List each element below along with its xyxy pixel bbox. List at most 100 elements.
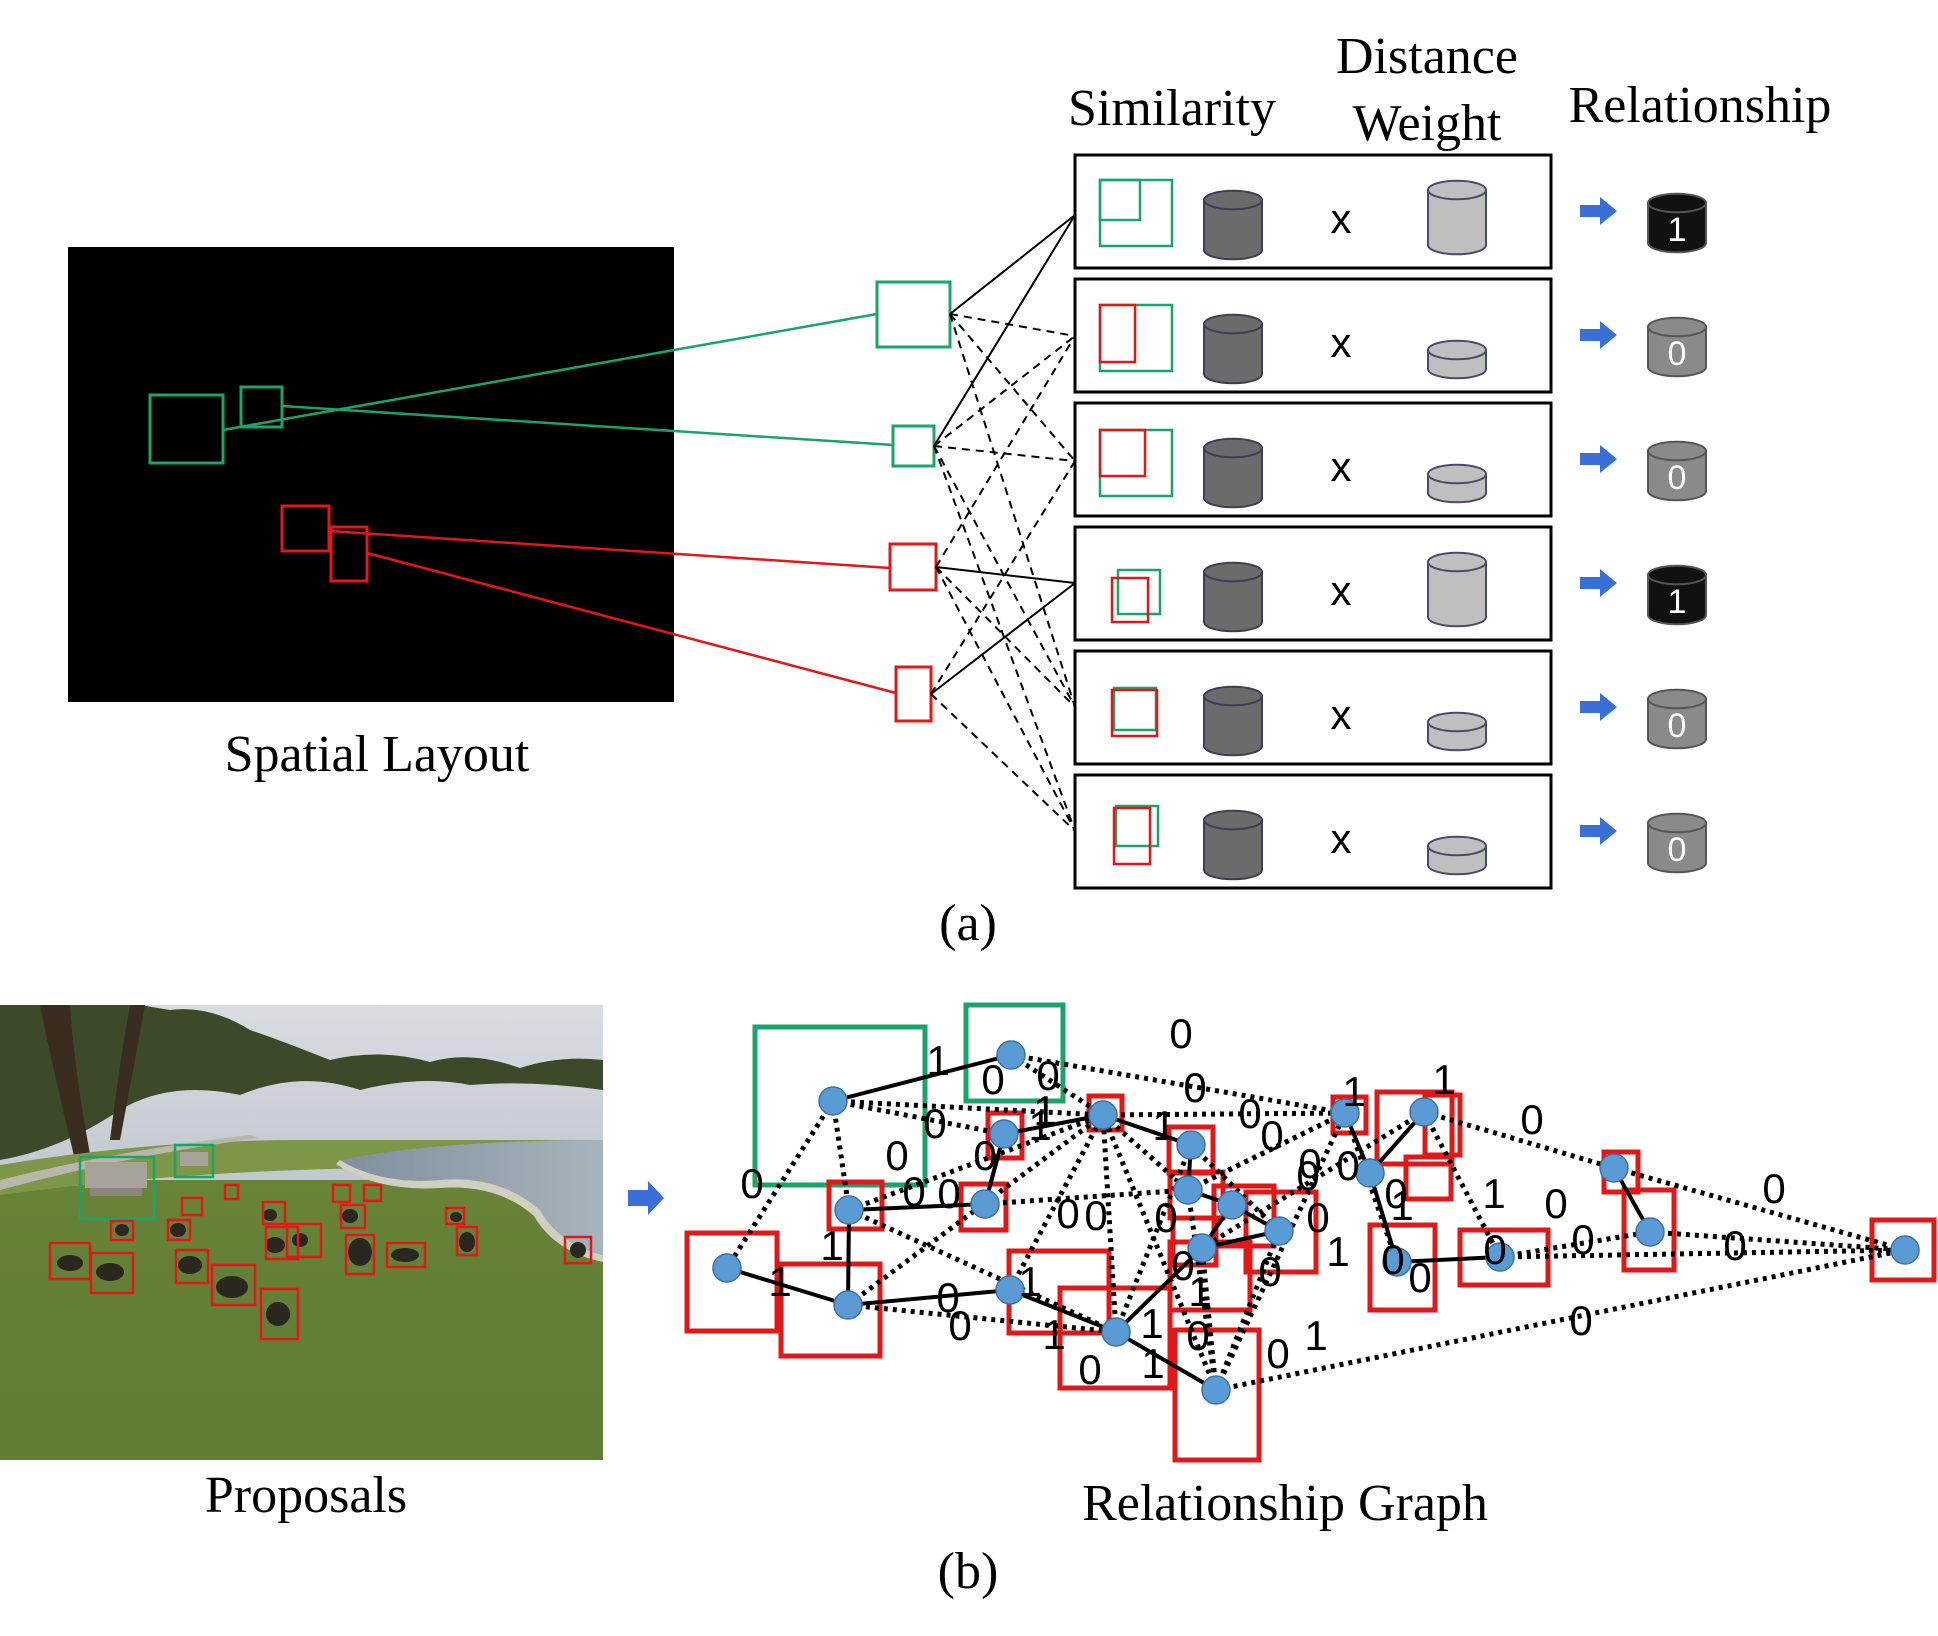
- graph-node: [1088, 1100, 1118, 1130]
- result-arrow-icon: [1580, 693, 1617, 721]
- relationship-cylinder: 0: [1647, 812, 1707, 874]
- layout-box-red-1: [280, 504, 331, 553]
- distance-weight-cylinder: [1427, 835, 1487, 876]
- edge-label: 0: [1084, 1192, 1107, 1239]
- relationship-cylinder: 1: [1647, 564, 1707, 626]
- edge-label: 0: [1296, 1152, 1319, 1199]
- graph-box-red: [778, 1261, 883, 1359]
- edge-label: 0: [948, 1302, 971, 1349]
- relationship-cylinder: 0: [1647, 440, 1707, 502]
- result-arrow-icon: [1580, 445, 1617, 473]
- panel-b: Proposals 010001001000100000100010101000…: [0, 1002, 1937, 1600]
- similarity-cylinder: [1203, 437, 1263, 509]
- pair-connection-lines: [930, 214, 1076, 832]
- edge-label: 0: [1154, 1194, 1177, 1241]
- edge-label: 0: [981, 1056, 1004, 1103]
- distance-weight-cylinder: [1427, 179, 1487, 256]
- edge-label: 0: [1336, 1142, 1359, 1189]
- header-distance: Distance: [1336, 28, 1518, 85]
- graph-node: [712, 1253, 742, 1283]
- result-arrow-icon: [1580, 569, 1617, 597]
- header-weight: Weight: [1353, 95, 1502, 152]
- similarity-cylinder: [1203, 685, 1263, 757]
- spatial-layout-canvas: [68, 247, 674, 702]
- graph-box-red: [684, 1230, 780, 1334]
- similarity-cylinder: [1203, 561, 1263, 633]
- extracted-box-red-2: [894, 665, 933, 723]
- edge-label: 0: [1056, 1190, 1079, 1237]
- graph-node: [1330, 1098, 1360, 1128]
- graph-node: [1173, 1175, 1203, 1205]
- edge-label: 0: [1569, 1297, 1592, 1344]
- graph-node: [1101, 1317, 1131, 1347]
- edge-label: 0: [1266, 1330, 1289, 1377]
- edge-label: 1: [1390, 1182, 1413, 1229]
- overlap-icon: [1110, 686, 1159, 738]
- similarity-cylinder: [1203, 313, 1263, 385]
- graph-node: [834, 1195, 864, 1225]
- result-arrow-icon: [1580, 197, 1617, 225]
- multiply-sign: x: [1331, 195, 1352, 242]
- extracted-box-red-1: [888, 542, 938, 592]
- header-similarity: Similarity: [1068, 80, 1276, 137]
- edge-label: 1: [1152, 1102, 1175, 1149]
- edge-label: 0: [1381, 1236, 1404, 1283]
- graph-node: [1890, 1235, 1920, 1265]
- relationship-graph-caption: Relationship Graph: [1082, 1475, 1488, 1532]
- edge-label: 0: [1258, 1248, 1281, 1295]
- overlap-icon: [1098, 428, 1174, 498]
- graph-box-green: [963, 1002, 1066, 1104]
- graph-node: [970, 1189, 1000, 1219]
- panel-a: Similarity Distance Weight Relationship …: [68, 28, 1831, 952]
- projection-line-green-2: [281, 404, 894, 447]
- edge-label: 1: [768, 1258, 791, 1305]
- edge-label: 0: [740, 1160, 763, 1207]
- edge-label: 1: [1033, 1087, 1056, 1134]
- relationship-value: 0: [1668, 335, 1687, 373]
- graph-node: [1176, 1130, 1206, 1160]
- graph-node: [1382, 1247, 1412, 1277]
- edge-label: 0: [1544, 1180, 1567, 1227]
- proposals-to-graph-arrow-icon: [628, 1181, 664, 1215]
- graph-node: [1187, 1233, 1217, 1263]
- edge-label: 0: [885, 1132, 908, 1179]
- overlap-icon: [1112, 804, 1160, 866]
- edge-label: 1: [1141, 1340, 1164, 1387]
- edge-label: 0: [902, 1168, 925, 1215]
- projection-line-red-2: [366, 551, 897, 695]
- overlap-icon: [1098, 303, 1174, 373]
- graph-node: [1355, 1158, 1385, 1188]
- edge-label: 1: [1482, 1170, 1505, 1217]
- edge-label: 0: [1036, 1052, 1059, 1099]
- edge-label: 0: [1483, 1226, 1506, 1273]
- edge-label: 1: [1188, 1268, 1211, 1315]
- multiply-sign: x: [1331, 815, 1352, 862]
- multiply-sign: x: [1331, 443, 1352, 490]
- edge-label: 1: [1028, 1102, 1051, 1149]
- graph-node: [1217, 1190, 1247, 1220]
- graph-node: [1201, 1375, 1231, 1405]
- edge-label: 0: [937, 1170, 960, 1217]
- graph-box-red: [1172, 1327, 1262, 1463]
- distance-weight-cylinder: [1427, 463, 1487, 504]
- proposals-caption: Proposals: [205, 1467, 407, 1524]
- edge-label: 1: [820, 1222, 843, 1269]
- graph-node: [833, 1290, 863, 1320]
- graph-node: [1264, 1216, 1294, 1246]
- edge-label: 1: [926, 1037, 949, 1084]
- extracted-box-green-2: [891, 424, 936, 468]
- graph-node: [1409, 1097, 1439, 1127]
- edge-label: 1: [1018, 1258, 1041, 1305]
- graph-box-red: [826, 1179, 885, 1232]
- edge-label: 0: [1762, 1165, 1785, 1212]
- edge-label: 0: [1306, 1194, 1329, 1241]
- similarity-cylinder: [1203, 809, 1263, 881]
- graph-box-red: [1367, 1222, 1438, 1313]
- edge-label: 0: [1298, 1140, 1321, 1187]
- graph-nodes: [712, 1040, 1920, 1405]
- edge-label: 0: [936, 1274, 959, 1321]
